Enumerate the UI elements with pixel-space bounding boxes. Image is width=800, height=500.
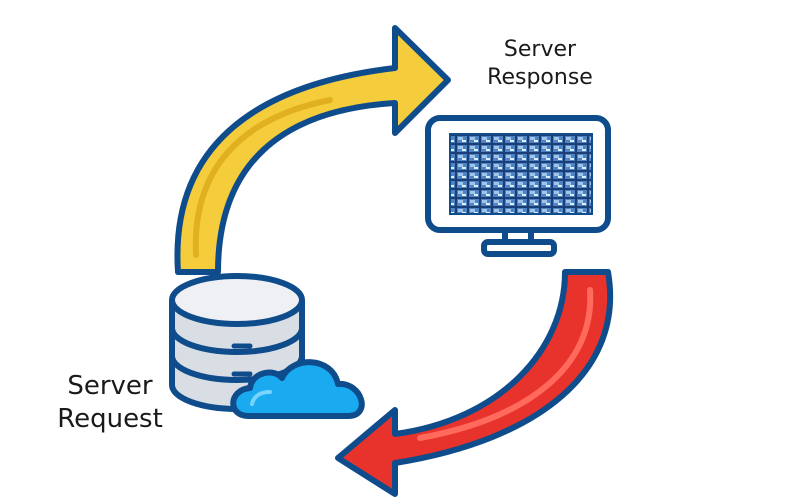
monitor-icon [425,115,611,257]
red-curved-arrow [335,269,614,497]
server-request-label-line2: Request [57,403,163,434]
server-response-label-line2: Response [487,64,593,90]
server-request-label: Server Request [30,370,190,435]
server-response-label-line1: Server [503,37,577,62]
cloud-icon [230,359,365,419]
server-request-label-line1: Server [67,371,153,401]
server-response-label: Server Response [455,36,625,91]
video-grid-screen [449,133,593,215]
yellow-curved-arrow [174,25,451,275]
